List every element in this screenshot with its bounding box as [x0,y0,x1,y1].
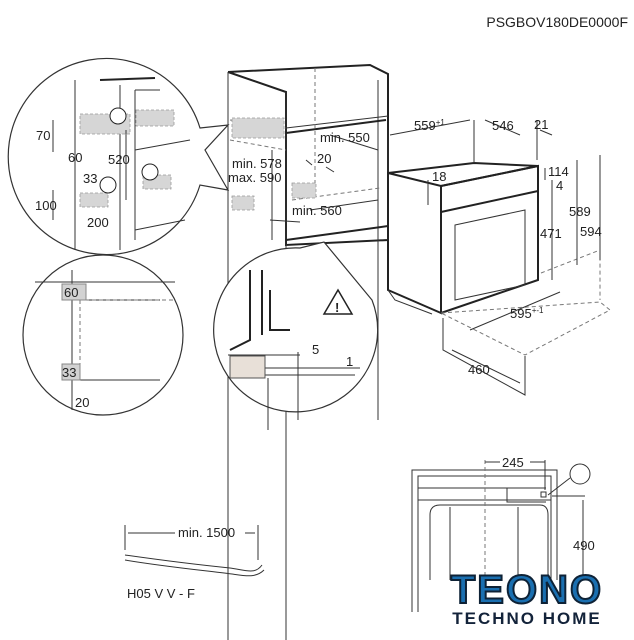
detail-circle-gap: ! 5 1 [213,241,379,430]
oven-depth-total: 559+1 [414,118,445,133]
warning-mark: ! [335,300,339,315]
detail-circle-electrical: 70 60 520 33 100 200 [7,57,230,256]
side-view-drawing: 245 490 [411,455,595,612]
product-code: PSGBOV180DE0000F [486,14,628,30]
oven-top-gap: 18 [432,169,446,184]
cabinet-width-min: min. 560 [292,203,342,218]
dim-520: 520 [108,152,130,167]
dim-200: 200 [87,215,109,230]
cable-type: H05 V V - F [127,586,195,601]
logo-tagline: TECHNO HOME [452,609,602,628]
brand-logo: TEONO TECHNO HOME [432,568,622,628]
cable-length: min. 1500 [178,525,235,540]
oven-drawing: 559+1 546 21 18 114 4 589 594 471 595+-1… [387,117,611,396]
electric-hazard-icon [99,176,117,194]
gap-1: 1 [346,354,353,369]
oven-step: 4 [556,178,563,193]
oven-body-height: 589 [569,204,591,219]
electric-hazard-icon [569,463,591,485]
corner-side-20: 20 [75,395,89,410]
corner-top-60: 60 [64,285,78,300]
side-width: 245 [502,455,524,470]
logo-brand: TEONO [450,568,604,612]
dim-60: 60 [68,150,82,165]
dim-70: 70 [36,128,50,143]
cabinet-depth-min: min. 550 [320,130,370,145]
cable-drawing: min. 1500 H05 V V - F [124,525,265,601]
oven-depth-body: 546 [492,118,514,133]
electric-hazard-icon [141,163,159,181]
cabinet-drawing: min. 578 max. 590 min. 550 20 min. 560 [227,63,389,640]
gap-5: 5 [312,342,319,357]
oven-width: 595+-1 [510,306,544,321]
oven-total-height: 594 [580,224,602,239]
oven-front-depth: 21 [534,117,548,132]
oven-panel-height: 114 [548,164,569,179]
dim-100: 100 [35,198,57,213]
warning-icon [322,288,354,315]
detail-circle-corners: 60 33 20 [22,254,184,416]
oven-door-height: 471 [540,226,562,241]
cabinet-gap: 20 [317,151,331,166]
cabinet-height-min: min. 578 [232,156,282,171]
electric-hazard-icon [109,107,127,125]
oven-door-swing: 460 [468,362,490,377]
cabinet-height-max: max. 590 [228,170,281,185]
corner-bottom-33: 33 [62,365,76,380]
side-height: 490 [573,538,595,553]
dim-33: 33 [83,171,97,186]
